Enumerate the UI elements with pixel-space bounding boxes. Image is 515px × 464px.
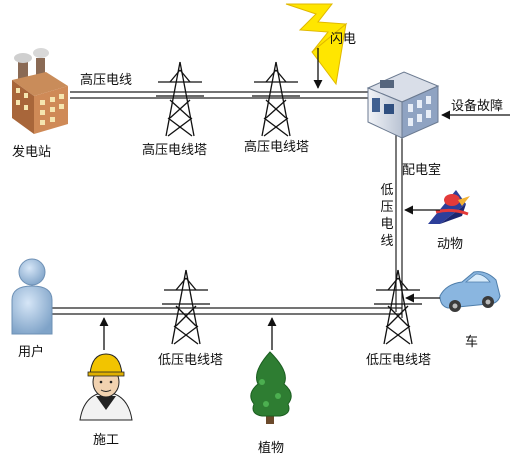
hv-tower-2-icon: [252, 61, 300, 137]
hv-power-line: [70, 91, 400, 99]
construction-worker-icon: [79, 353, 133, 421]
animal-icon: [428, 190, 470, 224]
plant-label: 植物: [258, 441, 285, 456]
power-plant-icon: [12, 48, 68, 134]
construction-label: 施工: [93, 433, 120, 448]
lv-tower-1-label: 低压电线塔: [158, 353, 224, 368]
hv-tower-1-icon: [156, 61, 204, 137]
car-icon: [439, 271, 501, 312]
lv-tower-2-icon: [374, 269, 422, 345]
lightning-label: 闪电: [330, 32, 357, 47]
lv-line-label: 低 压 电 线: [380, 183, 394, 249]
user-icon: [11, 258, 53, 335]
power-plant-label: 发电站: [12, 145, 52, 160]
lv-power-line: [52, 307, 402, 315]
lightning-icon: [285, 3, 348, 86]
equipment-fault-label: 设备故障: [451, 99, 504, 114]
lv-tower-1-icon: [162, 269, 210, 345]
hv-tower-2-label: 高压电线塔: [244, 140, 310, 155]
substation-icon: [366, 71, 440, 139]
lv-tower-2-label: 低压电线塔: [366, 353, 432, 368]
substation-label: 配电室: [402, 163, 442, 178]
animal-label: 动物: [437, 237, 464, 252]
vehicle-label: 车: [465, 335, 479, 350]
hv-tower-1-label: 高压电线塔: [142, 143, 208, 158]
tree-icon: [250, 351, 292, 424]
hv-line-label: 高压电线: [80, 73, 133, 88]
user-label: 用户: [18, 345, 45, 360]
